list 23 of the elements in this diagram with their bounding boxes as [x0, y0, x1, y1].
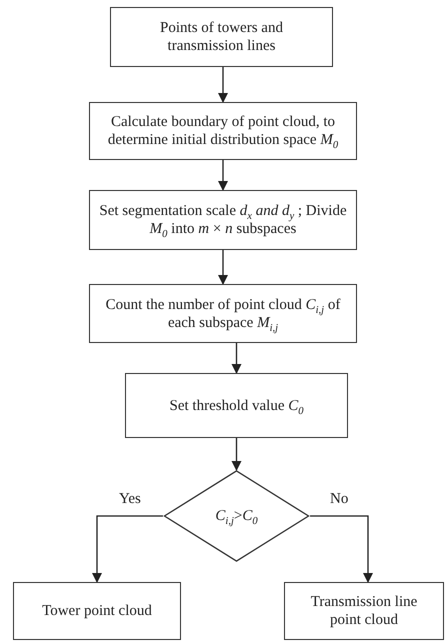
process-box — [13, 582, 181, 640]
node-text: Count the number of point cloud C$_{i,j}$ of each subspace M$_{i,j}$ — [104, 296, 342, 332]
decision-diamond — [163, 470, 310, 562]
arrow — [232, 438, 242, 471]
process-box — [125, 373, 348, 438]
process-box — [110, 7, 333, 67]
node-text: C$_{i,j}$>C$_{0}$ — [214, 507, 259, 525]
arrow — [232, 343, 242, 374]
process-box — [89, 284, 357, 343]
arrow — [218, 67, 228, 103]
node-text: Transmission line point cloud — [310, 593, 418, 629]
process-box — [89, 102, 357, 160]
arrow — [310, 515, 373, 583]
process-box — [89, 190, 357, 250]
node-text: Calculate boundary of point cloud, to determine initial distribution space M$_{0}$ — [106, 113, 340, 149]
node-text: Points of towers and transmission lines — [159, 19, 284, 55]
process-box — [284, 582, 444, 640]
node-text: Set segmentation scale d$_{x}$ and d$_{y}$ ; Divide M$_{0}$ into m × n subspaces — [98, 202, 348, 238]
arrow — [92, 515, 163, 583]
node-text: Tower point cloud — [41, 602, 153, 620]
node-text: Set threshold value C$_{0}$ — [168, 396, 304, 414]
arrow — [218, 250, 228, 285]
arrow — [218, 160, 228, 191]
